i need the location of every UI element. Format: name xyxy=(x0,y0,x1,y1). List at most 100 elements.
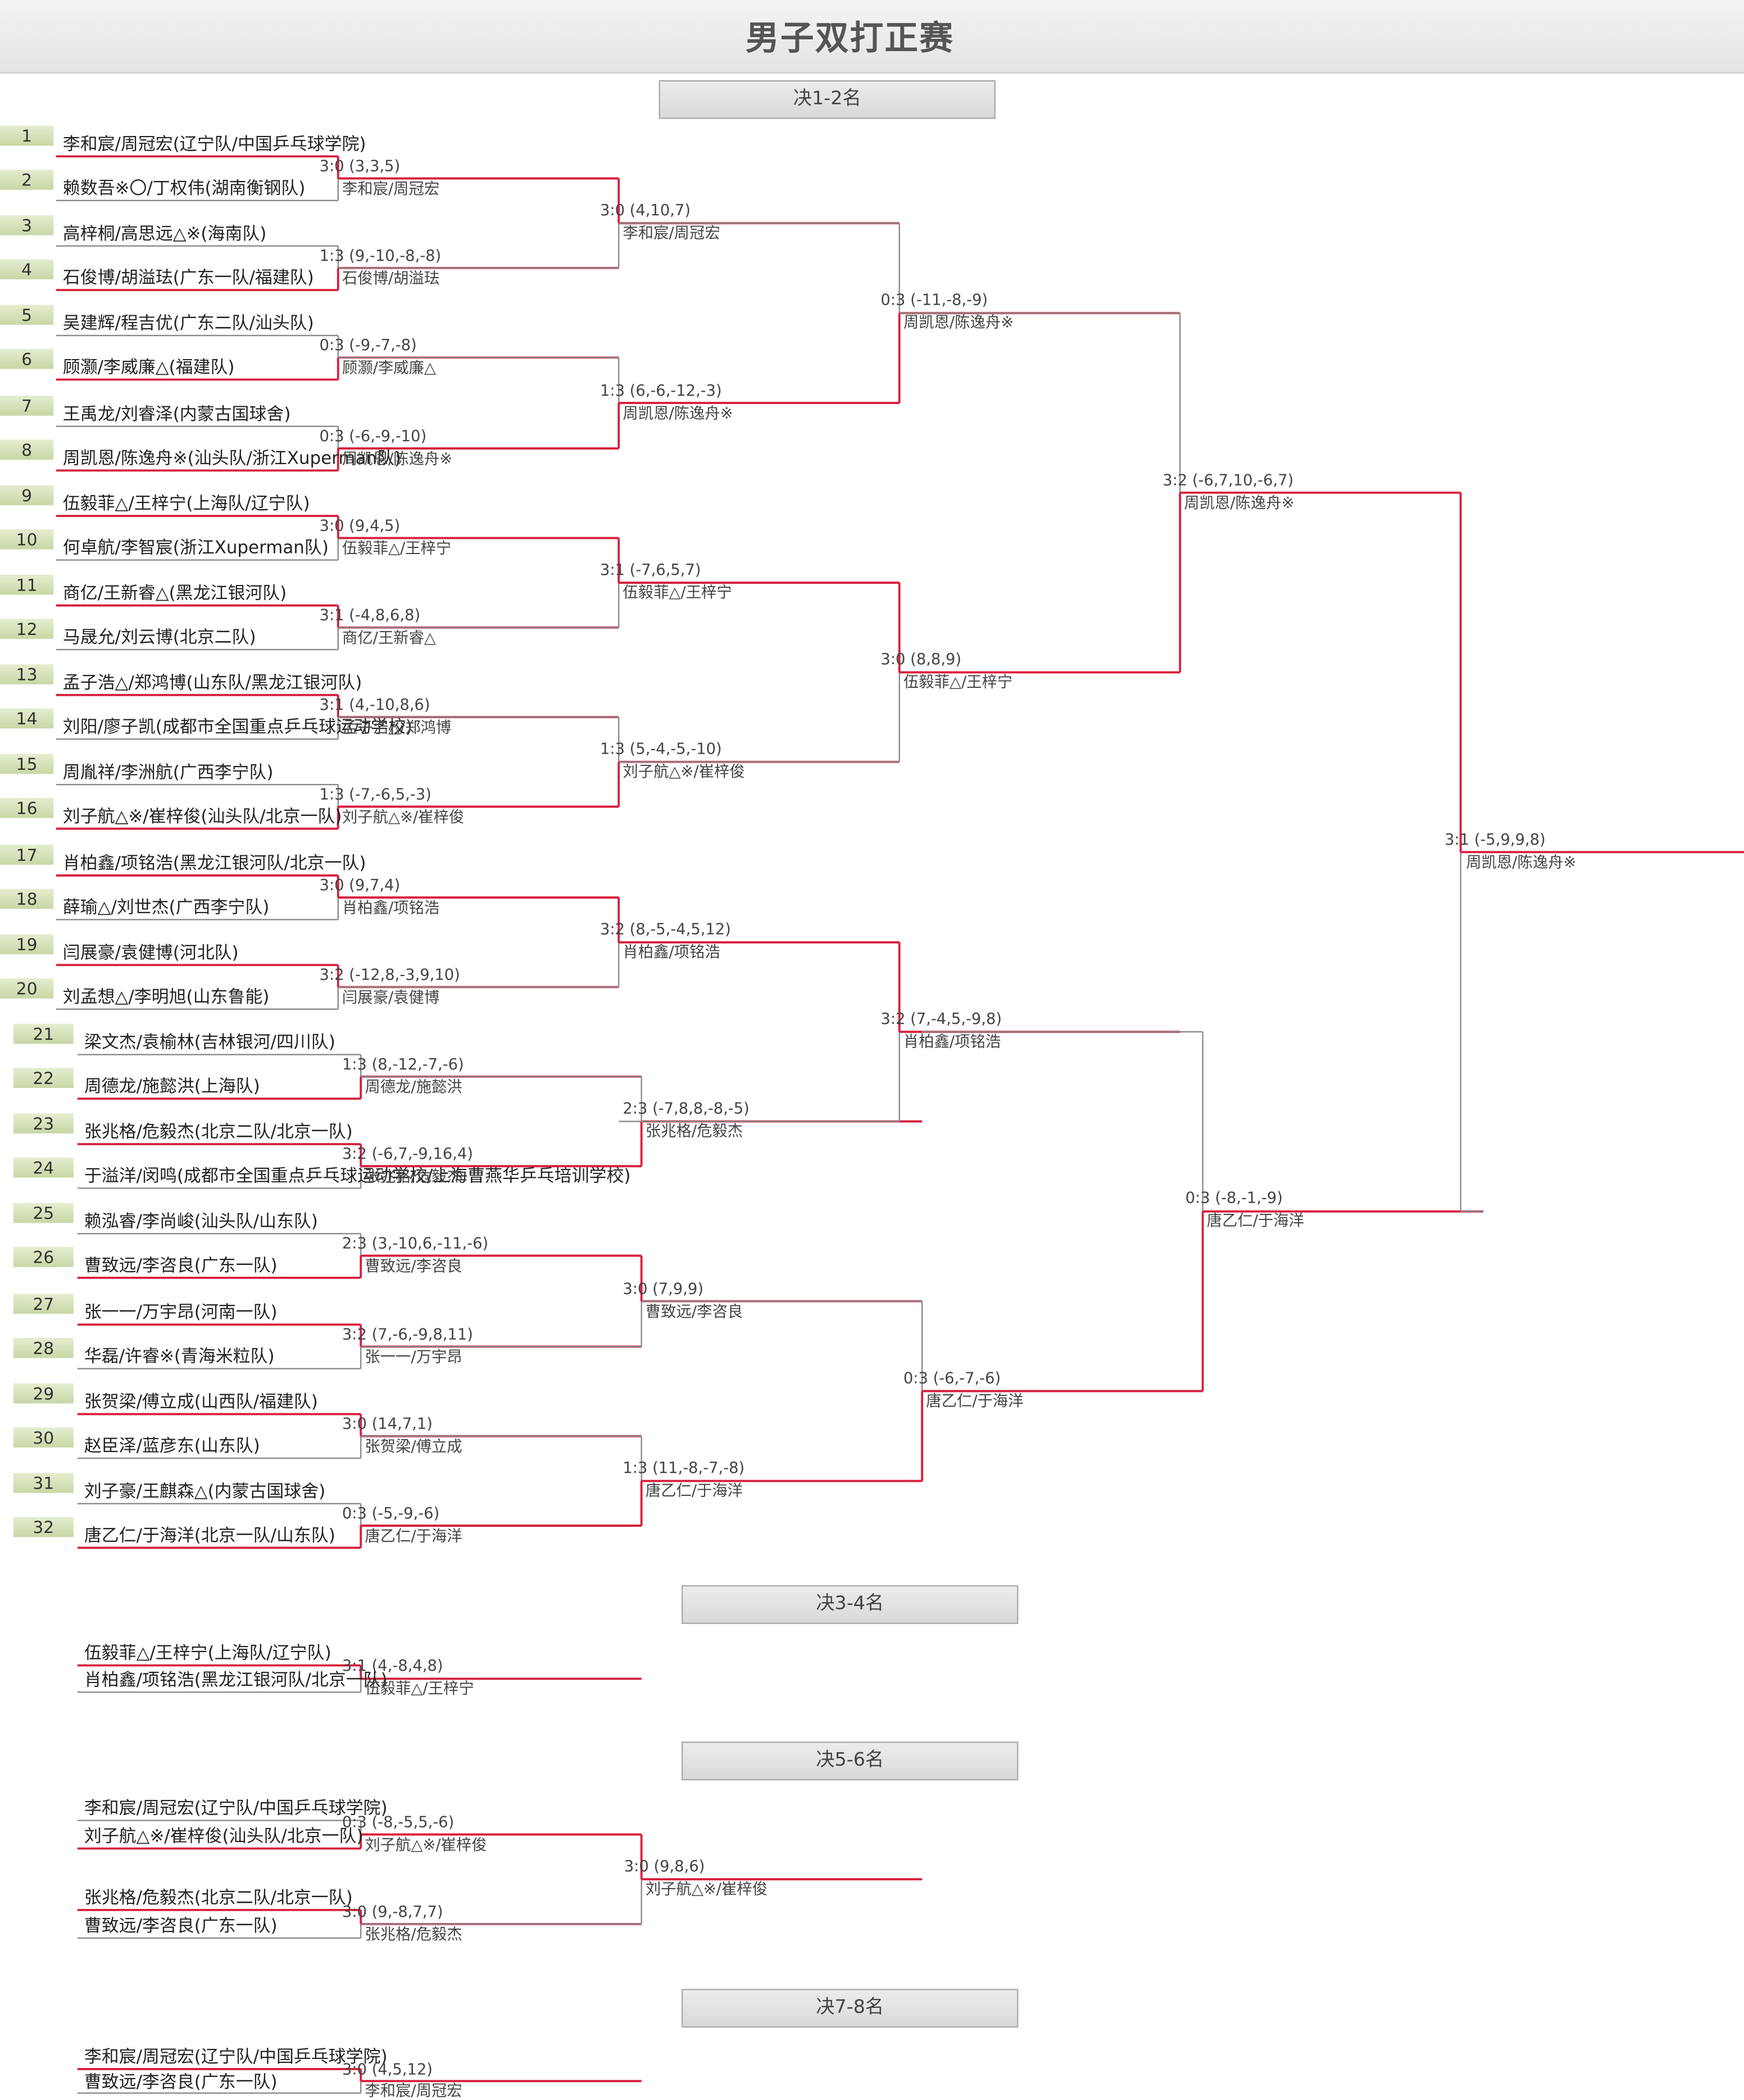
team-name[interactable]: 吴建辉/程吉优(广东二队/汕头队) xyxy=(62,314,314,334)
seed-number: 18 xyxy=(0,888,54,909)
seed-number: 30 xyxy=(13,1427,74,1448)
match-score: 0:3 (-8,-5,5,-6) xyxy=(342,1812,455,1831)
team-name[interactable]: 李和宸/周冠宏(辽宁队/中国乒乓球学院) xyxy=(84,2047,388,2068)
match-winner: 周德龙/施懿洪 xyxy=(365,1076,462,1096)
match-winner: 肖柏鑫/项铭浩 xyxy=(903,1032,1001,1051)
match-winner: 伍毅菲△/王梓宁 xyxy=(623,583,732,602)
match-score: 3:2 (7,-6,-9,8,11) xyxy=(342,1323,473,1343)
seed-number: 21 xyxy=(13,1023,74,1044)
match-score: 1:3 (5,-4,-5,-10) xyxy=(600,739,722,758)
match-winner: 唐乙仁/于海洋 xyxy=(645,1481,743,1500)
seed-number: 8 xyxy=(0,439,54,460)
match-winner: 伍毅菲△/王梓宁 xyxy=(342,538,452,557)
team-name[interactable]: 曹致远/李咨良(广东一队) xyxy=(84,2073,278,2093)
team-name[interactable]: 赖数吾※〇/丁权伟(湖南衡钢队) xyxy=(62,179,306,199)
match-score: 3:2 (-12,8,-3,9,10) xyxy=(319,964,460,983)
match-score: 1:3 (9,-10,-8,-8) xyxy=(319,245,442,264)
seed-number: 22 xyxy=(13,1068,74,1088)
match-score: 3:2 (8,-5,-4,5,12) xyxy=(600,919,731,938)
match-score: 3:1 (-4,8,6,8) xyxy=(319,605,421,624)
match-score: 3:0 (8,8,9) xyxy=(880,649,962,669)
team-name[interactable]: 刘子航△※/崔梓俊(汕头队/北京一队) xyxy=(62,807,342,828)
seed-number: 28 xyxy=(13,1337,74,1358)
team-name[interactable]: 闫展豪/袁健博(河北队) xyxy=(62,944,239,964)
match-score: 3:0 (9,7,4) xyxy=(319,874,401,894)
match-winner: 李和宸/周冠宏 xyxy=(342,178,440,197)
match-winner: 刘子航△※/崔梓俊 xyxy=(623,761,745,781)
team-name[interactable]: 曹致远/李咨良(广东一队) xyxy=(84,1916,278,1937)
match-score: 3:0 (7,9,9) xyxy=(623,1278,704,1298)
team-name[interactable]: 马晟允/刘云博(北京二队) xyxy=(62,628,256,648)
team-name[interactable]: 石俊博/胡溢珐(广东一队/福建队) xyxy=(62,269,314,289)
match-winner: 唐乙仁/于海洋 xyxy=(1206,1211,1305,1231)
match-winner: 周凯恩/陈逸舟※ xyxy=(1466,852,1577,871)
team-name[interactable]: 李和宸/周冠宏(辽宁队/中国乒乓球学院) xyxy=(84,1799,388,1820)
team-name[interactable]: 张贺梁/傅立成(山西队/福建队) xyxy=(84,1393,318,1413)
match-score: 0:3 (-5,-9,-6) xyxy=(342,1503,440,1522)
team-name[interactable]: 李和宸/周冠宏(辽宁队/中国乒乓球学院) xyxy=(62,135,366,155)
match-winner: 张贺梁/傅立成 xyxy=(365,1436,462,1455)
match-winner: 石俊博/胡溢珐 xyxy=(342,267,440,287)
team-name[interactable]: 王禹龙/刘睿泽(内蒙古国球舍) xyxy=(62,405,291,425)
seed-number: 3 xyxy=(0,215,54,235)
match-winner: 闫展豪/袁健博 xyxy=(342,987,440,1006)
team-name[interactable]: 张一一/万宇昂(河南一队) xyxy=(84,1303,278,1323)
team-name[interactable]: 薛瑜△/刘世杰(广西李宁队) xyxy=(62,898,270,919)
team-name[interactable]: 刘阳/廖子凯(成都市全国重点乒乓球运动学校) xyxy=(62,718,412,738)
team-name[interactable]: 于溢洋/闵鸣(成都市全国重点乒乓球运动学校/上海曹燕华乒乓培训学校) xyxy=(84,1167,631,1187)
team-name[interactable]: 伍毅菲△/王梓宁(上海队/辽宁队) xyxy=(62,495,310,515)
match-winner: 唐乙仁/于海洋 xyxy=(365,1526,462,1545)
team-name[interactable]: 商亿/王新睿△(黑龙江银河队) xyxy=(62,584,287,605)
match-score: 0:3 (-6,-9,-10) xyxy=(319,425,427,445)
team-name[interactable]: 周凯恩/陈逸舟※(汕头队/浙江Xuperman队) xyxy=(62,449,401,469)
match-score: 3:1 (4,-8,4,8) xyxy=(342,1655,443,1675)
team-name[interactable]: 唐乙仁/于海洋(北京一队/山东队) xyxy=(84,1526,335,1546)
seed-number: 7 xyxy=(0,396,54,416)
team-name[interactable]: 伍毅菲△/王梓宁(上海队/辽宁队) xyxy=(84,1644,331,1664)
match-score: 3:1 (-7,6,5,7) xyxy=(600,560,701,579)
team-name[interactable]: 肖柏鑫/项铭浩(黑龙江银河队/北京一队) xyxy=(84,1671,388,1691)
team-name[interactable]: 张兆格/危毅杰(北京二队/北京一队) xyxy=(84,1122,353,1143)
team-name[interactable]: 孟子浩△/郑鸿博(山东队/黑龙江银河队) xyxy=(62,673,362,694)
match-winner: 刘子航△※/崔梓俊 xyxy=(342,806,465,826)
match-score: 3:0 (4,10,7) xyxy=(600,200,691,220)
seed-number: 20 xyxy=(0,978,54,999)
page-title: 男子双打正赛 xyxy=(746,19,955,58)
team-name[interactable]: 何卓航/李智宸(浙江Xuperman队) xyxy=(62,538,329,559)
match-winner: 李和宸/周冠宏 xyxy=(623,223,720,242)
seed-number: 1 xyxy=(0,125,54,146)
seed-number: 16 xyxy=(0,797,54,818)
match-winner: 曹致远/李咨良 xyxy=(365,1255,462,1274)
seed-number: 19 xyxy=(0,934,54,955)
team-name[interactable]: 曹致远/李咨良(广东一队) xyxy=(84,1256,278,1277)
team-name[interactable]: 肖柏鑫/项铭浩(黑龙江银河队/北京一队) xyxy=(62,854,366,874)
seed-number: 14 xyxy=(0,708,54,729)
section-button-3-4[interactable]: 决3-4名 xyxy=(682,1585,1019,1624)
match-winner: 孟子浩△/郑鸿博 xyxy=(342,717,452,736)
match-winner: 张兆格/危毅杰 xyxy=(645,1121,743,1140)
match-winner: 周凯恩/陈逸舟※ xyxy=(623,403,733,422)
team-name[interactable]: 顾灏/李威廉△(福建队) xyxy=(62,358,235,379)
section-button-7-8[interactable]: 决7-8名 xyxy=(682,1989,1019,2028)
section-button-1-2[interactable]: 决1-2名 xyxy=(658,80,996,119)
team-name[interactable]: 高梓桐/高思远△※(海南队) xyxy=(62,224,267,245)
team-name[interactable]: 赵臣泽/蓝彦东(山东队) xyxy=(84,1436,260,1457)
team-name[interactable]: 刘孟想△/李明旭(山东鲁能) xyxy=(62,987,270,1008)
title-bar: 男子双打正赛 xyxy=(0,0,1744,74)
match-winner: 张兆格/危毅杰 xyxy=(365,1166,462,1185)
team-name[interactable]: 刘子航△※/崔梓俊(汕头队/北京一队) xyxy=(84,1827,364,1848)
team-name[interactable]: 张兆格/危毅杰(北京二队/北京一队) xyxy=(84,1888,353,1909)
team-name[interactable]: 梁文杰/袁榆林(吉林银河/四川队) xyxy=(84,1033,335,1054)
team-name[interactable]: 华磊/许睿※(青海米粒队) xyxy=(84,1347,275,1368)
seed-number: 2 xyxy=(0,170,54,190)
team-name[interactable]: 刘子豪/王麒森△(内蒙古国球舍) xyxy=(84,1482,326,1503)
match-score: 0:3 (-8,-1,-9) xyxy=(1185,1189,1283,1208)
team-name[interactable]: 周胤祥/李洲航(广西李宁队) xyxy=(62,763,274,783)
team-name[interactable]: 周德龙/施懿洪(上海队) xyxy=(84,1077,260,1097)
section-button-5-6[interactable]: 决5-6名 xyxy=(682,1741,1019,1781)
match-score: 3:0 (3,3,5) xyxy=(319,156,401,175)
match-score: 3:0 (9,-8,7,7) xyxy=(342,1901,443,1920)
team-name[interactable]: 赖泓睿/李尚峻(汕头队/山东队) xyxy=(84,1212,318,1232)
